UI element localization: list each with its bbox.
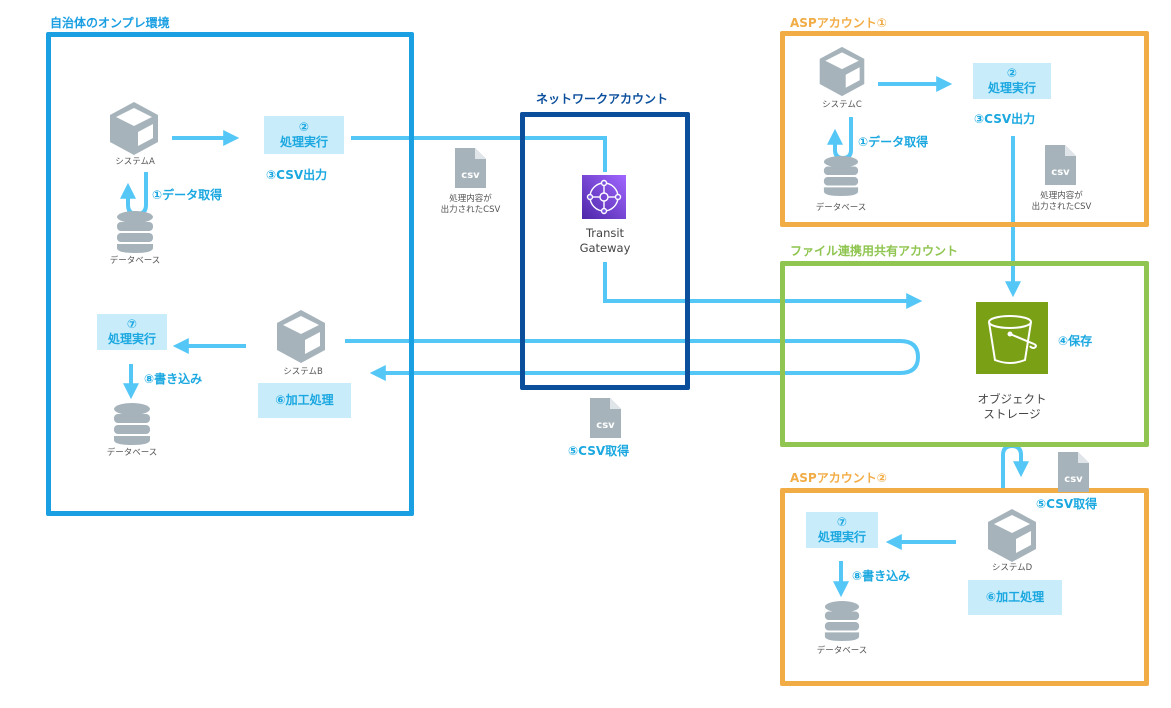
process-number: ⑦ — [126, 317, 138, 331]
asp2-process7-box[interactable]: ⑦ 処理実行 — [806, 512, 878, 548]
server-cube-icon — [110, 102, 158, 155]
systemC-node[interactable] — [816, 45, 868, 101]
process-number: ② — [1006, 66, 1018, 80]
asp1-db-node[interactable] — [822, 155, 860, 201]
asp1-process2-box[interactable]: ② 処理実行 — [973, 63, 1051, 99]
server-cube-icon — [819, 46, 865, 97]
line-storage-loop-to-systemB — [345, 339, 921, 381]
line-process-to-tgw — [351, 136, 607, 172]
csv-badge: csv — [1064, 474, 1083, 485]
database-icon — [117, 211, 153, 253]
database-icon — [114, 403, 150, 445]
shared-group-box — [780, 261, 1149, 447]
asp1-step3-label: ③CSV出力 — [974, 112, 1036, 126]
csv-file-node: csv — [455, 148, 486, 192]
systemA-node[interactable] — [106, 100, 162, 160]
process-label: ⑥加工処理 — [275, 393, 334, 407]
asp2-step6-box[interactable]: ⑥加工処理 — [968, 580, 1062, 615]
systemB-node[interactable] — [273, 308, 329, 368]
asp2-step8-label: ⑧書き込み — [852, 569, 911, 583]
csv-file-icon: csv — [1045, 145, 1076, 185]
systemD-node[interactable] — [984, 507, 1040, 567]
dbB-node[interactable] — [112, 402, 152, 450]
transit-gateway-icon — [582, 175, 626, 219]
csv-file-label: 処理内容が 出力されたCSV — [440, 194, 501, 215]
arrow-tgw-to-storage — [603, 262, 923, 309]
storage-node[interactable] — [976, 302, 1048, 378]
asp2-group-box — [780, 488, 1149, 686]
shared-step4-label: ④保存 — [1058, 334, 1093, 348]
csv-badge: csv — [596, 420, 615, 431]
onprem-group-title: 自治体のオンプレ環境 — [50, 16, 170, 30]
process-label: 処理実行 — [107, 332, 156, 346]
systemD-label: システムD — [991, 563, 1033, 573]
asp1-csv-node: csv — [1045, 145, 1076, 189]
csv-badge: csv — [1051, 167, 1070, 178]
between-step5-label: ⑤CSV取得 — [568, 444, 630, 458]
onprem-process2-box[interactable]: ② 処理実行 — [264, 116, 344, 154]
dbB-label: データベース — [106, 448, 158, 458]
network-group-title: ネットワークアカウント — [536, 92, 669, 106]
arrow-storage-to-systemD — [1001, 443, 1029, 492]
csv-file-icon: csv — [455, 148, 486, 188]
asp1-step1-label: ①データ取得 — [858, 135, 929, 149]
csv-badge: csv — [461, 170, 480, 181]
systemC-label: システムC — [822, 100, 862, 110]
network-group-box — [520, 112, 690, 390]
process-label: 処理実行 — [817, 530, 866, 544]
onprem-step6-box[interactable]: ⑥加工処理 — [258, 383, 351, 418]
systemA-label: システムA — [115, 157, 155, 167]
asp2-db-node[interactable] — [823, 600, 861, 646]
process-number: ② — [298, 120, 310, 134]
shared-group-title: ファイル連携用共有アカウント — [790, 244, 959, 258]
storage-label: オブジェクト ストレージ — [977, 392, 1047, 421]
asp1-db-label: データベース — [815, 203, 867, 213]
onprem-process7-box[interactable]: ⑦ 処理実行 — [97, 314, 167, 350]
systemB-label: システムB — [283, 367, 323, 377]
onprem-step8-label: ⑧書き込み — [144, 372, 203, 386]
onprem-step3-label: ③CSV出力 — [266, 168, 328, 182]
onprem-step1-label: ①データ取得 — [152, 188, 223, 202]
s3-bucket-icon — [976, 302, 1048, 374]
csv-file-icon: csv — [590, 398, 621, 438]
process-label: ⑥加工処理 — [985, 590, 1045, 604]
csv-file-icon: csv — [1058, 452, 1089, 492]
dbA-node[interactable] — [115, 210, 155, 258]
asp1-group-title: ASPアカウント① — [790, 16, 887, 30]
process-label: 処理実行 — [987, 81, 1036, 95]
csv-get-node: csv — [590, 398, 621, 442]
server-cube-icon — [277, 310, 325, 363]
onprem-group-box — [46, 32, 414, 516]
tgw-label: Transit Gateway — [579, 226, 631, 255]
asp1-group-box — [780, 31, 1149, 227]
process-label: 処理実行 — [279, 135, 328, 149]
database-icon — [823, 156, 859, 196]
server-cube-icon — [988, 509, 1036, 562]
asp1-csv-label: 処理内容が 出力されたCSV — [1031, 191, 1092, 212]
dbA-label: データベース — [109, 256, 161, 266]
tgw-node[interactable] — [582, 175, 626, 223]
process-number: ⑦ — [836, 515, 848, 529]
asp2-db-label: データベース — [816, 646, 868, 656]
database-icon — [824, 601, 860, 641]
asp2-step5-label: ⑤CSV取得 — [1036, 497, 1098, 511]
asp2-csv-node: csv — [1058, 452, 1089, 496]
asp2-group-title: ASPアカウント② — [790, 471, 887, 485]
